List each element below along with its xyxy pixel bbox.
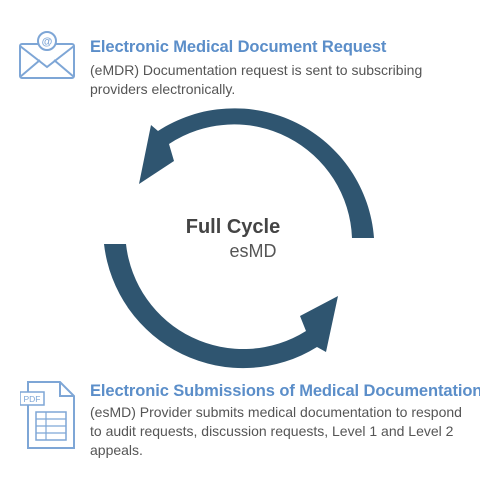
esmd-description: (esMD) Provider submits medical document… (90, 404, 462, 458)
emdr-section: @ Electronic Medical Document Request (e… (0, 0, 480, 110)
emdr-cycle-arrow (139, 108, 374, 238)
esmd-cycle-arrow (104, 244, 338, 369)
lower-arc-label: esMD (215, 328, 265, 350)
cycle-title: Full Cycle (185, 216, 281, 238)
pdf-document-icon: PDF (20, 381, 75, 449)
email-envelope-icon: @ (19, 31, 75, 79)
svg-text:@: @ (42, 36, 53, 48)
emdr-description: (eMDR) Documentation request is sent to … (90, 62, 423, 97)
cycle-subtitle: esMD (229, 241, 277, 261)
esmd-title: Electronic Submissions of Medical Docume… (90, 382, 480, 400)
upper-arc-label: eMDR (211, 124, 270, 147)
emdr-title: Electronic Medical Document Request (90, 38, 387, 56)
esmd-section: PDF Electronic Submissions of Medical Do… (0, 372, 480, 480)
svg-text:PDF: PDF (24, 394, 41, 404)
